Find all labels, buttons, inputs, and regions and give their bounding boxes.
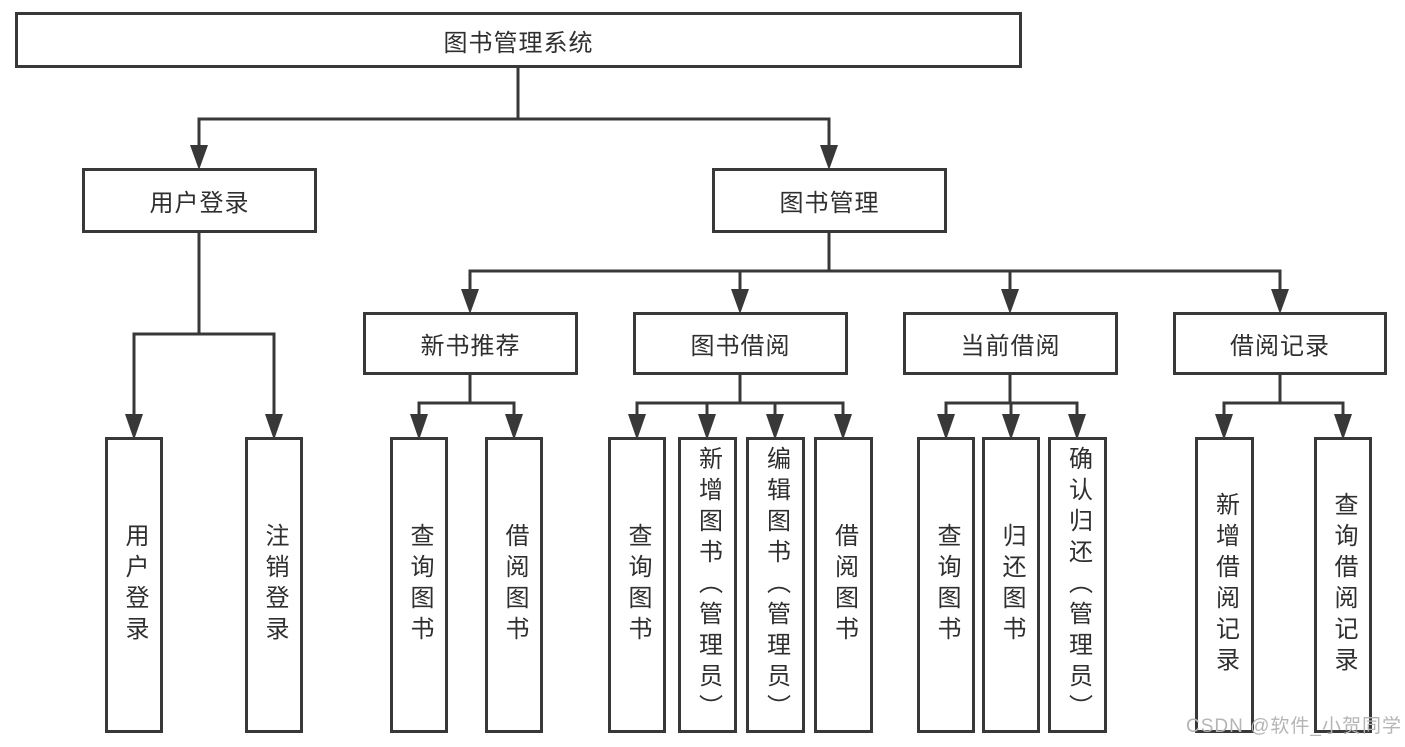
- node-borrow-records: 借阅记录: [1173, 312, 1387, 375]
- leaf-br-query-record-label: 查询借阅记录: [1330, 492, 1357, 678]
- leaf-bb-edit-books-admin-label: 编辑图书（管理员）: [762, 445, 790, 725]
- leaf-nb-borrow-books-label: 借阅图书: [501, 523, 528, 647]
- arrow-icon: [731, 289, 749, 314]
- arrow-icon: [1068, 414, 1086, 440]
- connector-new-book-recommend: [417, 373, 516, 414]
- leaf-nb-borrow-books: 借阅图书: [485, 437, 543, 733]
- leaf-br-query-record: 查询借阅记录: [1314, 437, 1372, 733]
- leaf-bb-borrow-books: 借阅图书: [814, 437, 873, 733]
- connector-user-login: [132, 231, 276, 414]
- arrow-icon: [505, 414, 523, 440]
- csdn-watermark: CSDN @软件_小贺同学: [1186, 716, 1402, 737]
- arrow-icon: [820, 145, 838, 170]
- connector-book-borrow: [635, 373, 845, 414]
- leaf-cb-return-books-label: 归还图书: [998, 523, 1025, 647]
- node-current-borrow: 当前借阅: [903, 312, 1118, 375]
- arrow-icon: [1215, 414, 1233, 440]
- leaf-bb-add-books-admin: 新增图书（管理员）: [678, 437, 737, 733]
- connector-borrow-records: [1222, 373, 1345, 414]
- leaf-br-add-record: 新增借阅记录: [1195, 437, 1254, 733]
- arrow-icon: [1002, 414, 1020, 440]
- node-user-login: 用户登录: [82, 168, 317, 233]
- arrow-icon: [265, 414, 283, 440]
- node-library-system: 图书管理系统: [15, 12, 1022, 68]
- leaf-cb-confirm-return-admin-label: 确认归还（管理员）: [1064, 445, 1092, 725]
- arrowheads: [125, 145, 1352, 440]
- leaf-bb-add-books-admin-label: 新增图书（管理员）: [694, 445, 722, 725]
- leaf-br-add-record-label: 新增借阅记录: [1211, 492, 1239, 678]
- connector-current-borrow: [944, 373, 1079, 414]
- arrow-icon: [410, 414, 428, 440]
- arrow-icon: [937, 414, 955, 440]
- arrow-icon: [1271, 289, 1289, 314]
- node-book-management: 图书管理: [712, 168, 947, 233]
- leaf-cb-query-books: 查询图书: [917, 437, 975, 733]
- leaf-user-login: 用户登录: [105, 437, 163, 733]
- leaf-user-login-label: 用户登录: [121, 523, 148, 647]
- arrow-icon: [190, 145, 208, 170]
- node-book-borrow: 图书借阅: [633, 312, 848, 375]
- leaf-logout: 注销登录: [245, 437, 303, 733]
- leaf-logout-label: 注销登录: [261, 523, 288, 647]
- leaf-bb-query-books-label: 查询图书: [624, 523, 651, 647]
- leaf-nb-query-books: 查询图书: [390, 437, 448, 733]
- arrow-icon: [461, 289, 479, 314]
- connector-root: [197, 66, 831, 146]
- arrow-icon: [834, 414, 852, 440]
- arrow-icon: [1334, 414, 1352, 440]
- leaf-bb-edit-books-admin: 编辑图书（管理员）: [746, 437, 805, 733]
- arrow-icon: [698, 414, 716, 440]
- arrow-icon: [1001, 289, 1019, 314]
- leaf-bb-query-books: 查询图书: [608, 437, 666, 733]
- arrow-icon: [125, 414, 143, 440]
- arrow-icon: [766, 414, 784, 440]
- leaf-cb-query-books-label: 查询图书: [933, 523, 960, 647]
- leaf-bb-borrow-books-label: 借阅图书: [830, 523, 858, 647]
- leaf-cb-return-books: 归还图书: [982, 437, 1040, 733]
- connector-book-management: [468, 231, 1282, 290]
- arrow-icon: [628, 414, 646, 440]
- leaf-nb-query-books-label: 查询图书: [406, 523, 433, 647]
- node-new-book-recommend: 新书推荐: [363, 312, 578, 375]
- leaf-cb-confirm-return-admin: 确认归还（管理员）: [1048, 437, 1107, 733]
